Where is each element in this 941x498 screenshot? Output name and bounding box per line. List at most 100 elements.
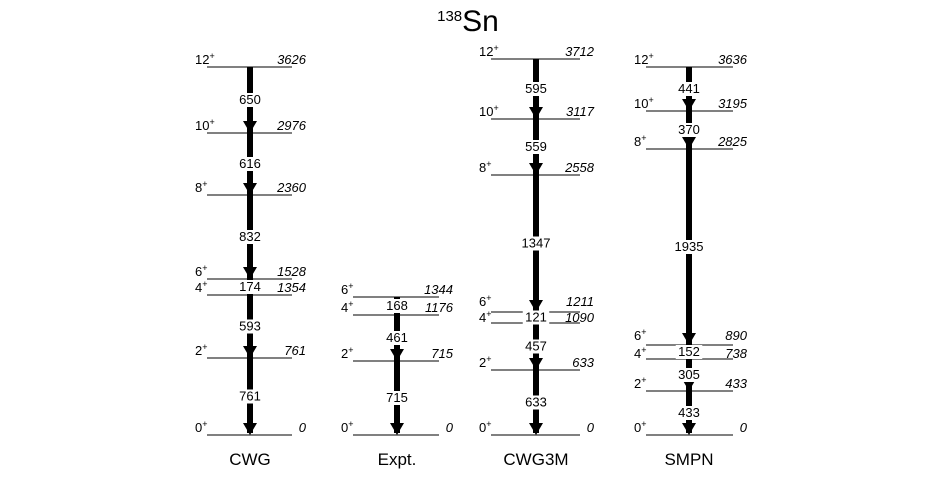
transition-label-bg xyxy=(522,82,550,96)
transition-energy-label: 1347 xyxy=(522,236,551,251)
transition-energy-label: 616 xyxy=(239,156,261,171)
transition-arrowhead xyxy=(682,137,696,149)
level-energy-label: 1354 xyxy=(277,280,306,295)
column-label-smpn: SMPN xyxy=(664,450,713,469)
spin-label: 12+ xyxy=(195,51,215,67)
transition-energy-label: 121 xyxy=(525,310,547,325)
level-energy-label: 3117 xyxy=(566,104,595,119)
transition-label-bg xyxy=(522,395,550,410)
transition-label-bg xyxy=(236,389,264,404)
level-energy-label: 433 xyxy=(725,376,747,391)
transition-energy-label: 461 xyxy=(386,330,408,345)
spin-label: 4+ xyxy=(341,299,354,315)
spin-label: 10+ xyxy=(195,117,215,133)
transition-label-bg xyxy=(522,140,550,154)
spin-label: 12+ xyxy=(479,43,499,59)
level-energy-label: 738 xyxy=(725,346,747,361)
transition-arrowhead xyxy=(243,121,257,133)
spin-label: 0+ xyxy=(634,419,647,435)
transition-label-bg xyxy=(522,310,550,325)
column-label-cwg3m: CWG3M xyxy=(503,450,568,469)
level-energy-label: 3712 xyxy=(565,44,595,59)
transition-arrowhead xyxy=(390,423,404,435)
spin-label: 0+ xyxy=(479,419,492,435)
spin-label: 2+ xyxy=(341,345,354,361)
transition-energy-label: 168 xyxy=(386,298,408,313)
transition-arrowhead xyxy=(682,99,696,111)
transition-arrowhead xyxy=(529,358,543,370)
spin-label: 10+ xyxy=(634,95,654,111)
transition-arrowhead xyxy=(529,423,543,435)
transition-energy-label: 595 xyxy=(525,81,547,96)
spin-label: 6+ xyxy=(341,281,354,297)
column-label-cwg: CWG xyxy=(229,450,271,469)
level-energy-label: 890 xyxy=(725,328,747,343)
level-energy-label: 3636 xyxy=(718,52,748,67)
level-energy-label: 3195 xyxy=(718,96,748,111)
level-energy-label: 1344 xyxy=(424,282,453,297)
transition-energy-label: 761 xyxy=(239,389,261,404)
level-energy-label: 2976 xyxy=(276,118,307,133)
level-energy-label: 0 xyxy=(587,420,595,435)
transition-arrowhead xyxy=(529,107,543,119)
transition-arrowhead xyxy=(529,163,543,175)
transition-arrowhead xyxy=(243,346,257,358)
transition-energy-label: 152 xyxy=(678,344,700,359)
transition-label-bg xyxy=(519,236,553,251)
transition-energy-label: 433 xyxy=(678,405,700,420)
transition-energy-label: 174 xyxy=(239,279,261,294)
transition-energy-label: 457 xyxy=(525,339,547,354)
spin-label: 8+ xyxy=(195,179,208,195)
transition-label-bg xyxy=(675,368,703,382)
spin-label: 4+ xyxy=(195,279,208,295)
spin-label: 6+ xyxy=(195,263,208,279)
transition-label-bg xyxy=(236,230,264,244)
transition-arrowhead xyxy=(682,333,696,345)
title-element: Sn xyxy=(462,5,499,38)
level-energy-label: 0 xyxy=(299,420,307,435)
spin-label: 2+ xyxy=(195,342,208,358)
transition-arrowhead xyxy=(390,349,404,361)
transition-label-bg xyxy=(675,406,703,420)
transition-arrowhead xyxy=(243,183,257,195)
transition-label-bg xyxy=(672,240,706,254)
spin-label: 10+ xyxy=(479,103,499,119)
level-energy-label: 2360 xyxy=(276,180,307,195)
spin-label: 0+ xyxy=(195,419,208,435)
transition-arrowhead xyxy=(243,423,257,435)
transition-energy-label: 650 xyxy=(239,92,261,107)
title-mass-number: 138 xyxy=(437,8,462,25)
level-energy-label: 1211 xyxy=(566,294,594,309)
level-energy-label: 2558 xyxy=(564,160,595,175)
diagram-title: 138Sn xyxy=(437,5,499,38)
transition-label-bg xyxy=(675,123,703,137)
transition-energy-label: 715 xyxy=(386,390,408,405)
transition-energy-label: 370 xyxy=(678,122,700,137)
transition-energy-label: 633 xyxy=(525,395,547,410)
transition-energy-label: 1935 xyxy=(675,239,704,254)
transition-label-bg xyxy=(522,339,550,354)
transition-arrowhead xyxy=(243,267,257,279)
transition-energy-label: 305 xyxy=(678,367,700,382)
transition-label-bg xyxy=(236,319,264,334)
level-energy-label: 1528 xyxy=(277,264,307,279)
level-energy-label: 1176 xyxy=(425,300,454,315)
transition-label-bg xyxy=(236,280,264,294)
spin-label: 6+ xyxy=(634,327,647,343)
level-energy-label: 3626 xyxy=(277,52,307,67)
spin-label: 6+ xyxy=(479,293,492,309)
transition-energy-label: 441 xyxy=(678,81,700,96)
transition-arrowhead xyxy=(682,423,696,435)
spin-label: 4+ xyxy=(479,309,492,325)
level-energy-label: 0 xyxy=(740,420,748,435)
level-energy-label: 2825 xyxy=(717,134,748,149)
transition-label-bg xyxy=(236,93,264,107)
transition-label-bg xyxy=(383,331,411,345)
level-energy-label: 715 xyxy=(431,346,453,361)
spin-label: 2+ xyxy=(479,354,492,370)
level-energy-label: 633 xyxy=(572,355,594,370)
level-energy-label: 1090 xyxy=(565,310,595,325)
spin-label: 0+ xyxy=(341,419,354,435)
spin-label: 4+ xyxy=(634,345,647,361)
